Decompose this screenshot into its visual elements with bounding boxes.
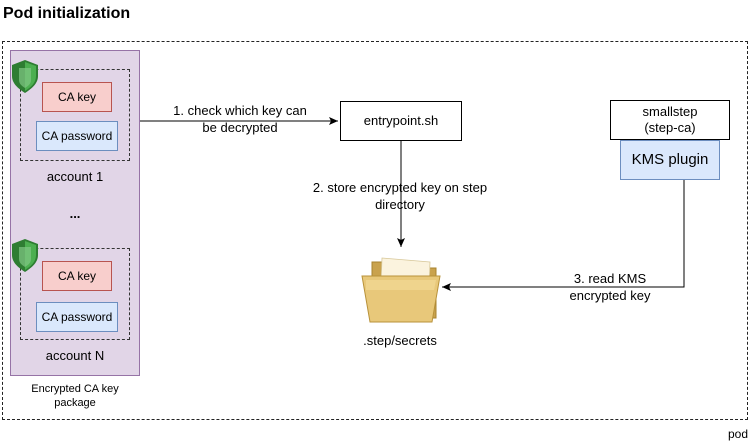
kms-plugin-box: KMS plugin (620, 140, 720, 180)
shield-icon (12, 239, 38, 272)
shield-icon (12, 60, 38, 93)
accounts-ellipsis: ... (69, 206, 81, 221)
edge-2-label: 2. store encrypted key on step directory (310, 180, 490, 214)
package-label: Encrypted CA key package (31, 383, 119, 410)
account-1-ca-password: CA password (36, 121, 118, 151)
account-n-ca-password: CA password (36, 302, 118, 332)
smallstep-box: smallstep (step-ca) (610, 100, 730, 140)
account-n-group (20, 248, 130, 340)
account-1-group (20, 69, 130, 161)
folder-icon (361, 257, 441, 323)
edge-3-label: 3. read KMS encrypted key (555, 271, 665, 305)
entrypoint-box: entrypoint.sh (340, 101, 462, 141)
account-n-ca-key: CA key (42, 261, 112, 291)
edge-3-arrow (442, 180, 685, 291)
account-n-label: account N (45, 348, 105, 363)
pod-boundary (2, 41, 748, 420)
pod-label: pod (727, 427, 748, 441)
edge-1-label: 1. check which key can be decrypted (172, 103, 308, 137)
folder-label: .step/secrets (363, 333, 437, 348)
page-title: Pod initialization (3, 5, 131, 22)
account-1-label: account 1 (46, 169, 104, 184)
account-1-ca-key: CA key (42, 82, 112, 112)
